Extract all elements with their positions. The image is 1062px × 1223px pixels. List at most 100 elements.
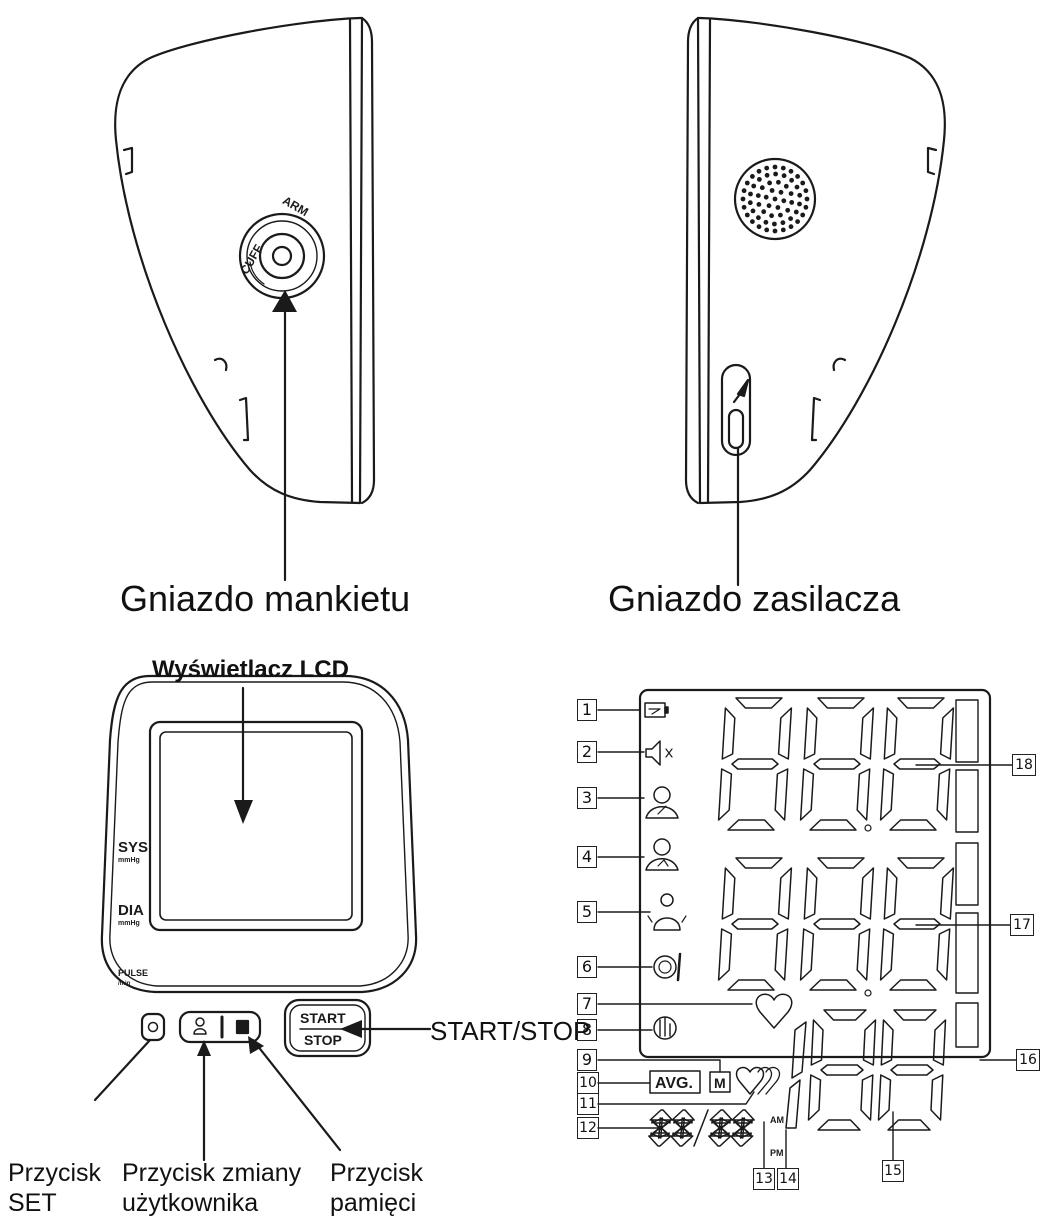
lcd-date-separator <box>693 1109 709 1147</box>
lcd-segment <box>879 928 895 981</box>
callout-15: 15 <box>882 1160 904 1182</box>
speaker-hole <box>756 224 762 230</box>
callout-11: 11 <box>577 1093 599 1115</box>
dia-unit-label: mmHg <box>118 920 140 927</box>
lcd-segment <box>799 768 815 821</box>
lcd-segment <box>649 1109 673 1121</box>
speaker-hole <box>775 205 781 210</box>
lcd-segment <box>823 1009 867 1021</box>
lcd-segment <box>803 867 818 920</box>
lcd-segment <box>862 1019 877 1066</box>
am-label: AM <box>770 1115 784 1125</box>
dia-label: DIA <box>118 902 144 919</box>
lcd-segment <box>721 867 736 920</box>
speaker-hole <box>788 216 793 222</box>
avg-box <box>649 1070 701 1094</box>
lcd-segment <box>856 768 871 821</box>
speaker-hole <box>789 177 794 183</box>
speaker-hole <box>769 188 775 193</box>
lcd-frame <box>638 688 992 1059</box>
speaker-hole <box>751 183 757 189</box>
callout-12: 12 <box>577 1117 599 1139</box>
speaker-hole <box>756 202 762 207</box>
callout-16: 16 <box>1016 1049 1040 1071</box>
callout-1: 1 <box>577 699 597 721</box>
speaker-hole <box>781 173 787 179</box>
speaker-grille <box>733 157 817 241</box>
speaker-hole <box>804 196 810 202</box>
lcd-segment <box>807 1074 822 1121</box>
speaker-hole <box>761 209 767 215</box>
lcd-segment <box>820 1064 864 1076</box>
speaker-hole <box>780 227 786 233</box>
lcd-segment <box>734 1122 751 1134</box>
set-button-shape <box>140 1012 166 1042</box>
memory-button-label-line2: pamięci <box>330 1189 417 1217</box>
lcd-segment <box>817 697 865 709</box>
callout-10: 10 <box>577 1072 599 1094</box>
lcd-segment <box>893 1009 937 1021</box>
lcd-segment <box>883 707 898 760</box>
lcd-segment <box>671 1109 695 1121</box>
speaker-hole <box>744 212 750 218</box>
speaker-hole <box>756 215 761 221</box>
body-movement-icon <box>647 893 687 931</box>
lcd-segment <box>721 707 736 760</box>
speaker-hole <box>795 174 800 179</box>
lcd-segment <box>809 979 857 991</box>
lcd-segment <box>717 928 733 981</box>
lcd-segment <box>731 1109 755 1121</box>
lcd-segment <box>810 1019 824 1066</box>
speaker-hole <box>750 219 755 225</box>
stop-button-text: STOP <box>304 1032 342 1048</box>
speaker-hole <box>764 227 770 233</box>
speaker-hole <box>750 208 756 214</box>
lcd-segment <box>817 857 865 869</box>
lcd-segment <box>930 1074 944 1121</box>
user-button-label-line1: Przycisk zmiany <box>122 1159 302 1187</box>
lcd-segment <box>877 1074 892 1121</box>
callout-8: 8 <box>577 1019 597 1041</box>
start-button-text: START <box>300 1010 346 1026</box>
battery-icon <box>644 702 666 718</box>
speaker-hole <box>780 165 786 171</box>
callout-4: 4 <box>577 846 597 868</box>
lcd-segment <box>777 867 793 920</box>
lcd-segment <box>813 918 861 930</box>
lcd-segment <box>880 1019 894 1066</box>
user-memory-button-shape <box>178 1010 262 1044</box>
speaker-hole <box>772 164 778 170</box>
hearts-icon <box>735 1066 781 1095</box>
speaker-hole <box>772 221 777 227</box>
speaker-hole <box>797 192 803 198</box>
speaker-hole <box>800 212 806 218</box>
lcd-segment <box>897 857 945 869</box>
lcd-segment <box>859 707 875 760</box>
callout-6: 6 <box>577 956 597 978</box>
pulse-unit-label: /min <box>118 981 131 987</box>
speaker-hole <box>795 219 800 225</box>
lcd-segment <box>777 707 793 760</box>
lcd-segment <box>717 768 733 821</box>
callout-7: 7 <box>577 993 597 1015</box>
cuff-check-icon <box>653 952 682 982</box>
device-front-view <box>93 674 432 1162</box>
set-button-label-line1: Przycisk <box>8 1159 102 1187</box>
lcd-segment <box>803 707 818 760</box>
speaker-mute-icon <box>645 740 661 766</box>
lcd-segment <box>889 979 937 991</box>
speaker-hole <box>759 185 765 191</box>
device-side-view-right <box>684 16 946 587</box>
power-socket <box>720 363 752 457</box>
lcd-segment <box>708 1135 732 1147</box>
lcd-segment <box>809 819 857 831</box>
lcd-segment <box>893 918 941 930</box>
speaker-hole <box>764 172 770 178</box>
speaker-hole <box>757 177 762 182</box>
speaker-hole <box>803 204 809 210</box>
speaker-hole <box>772 228 778 234</box>
speaker-hole <box>750 174 755 179</box>
lcd-segment <box>889 819 937 831</box>
speaker-hole <box>778 189 784 195</box>
